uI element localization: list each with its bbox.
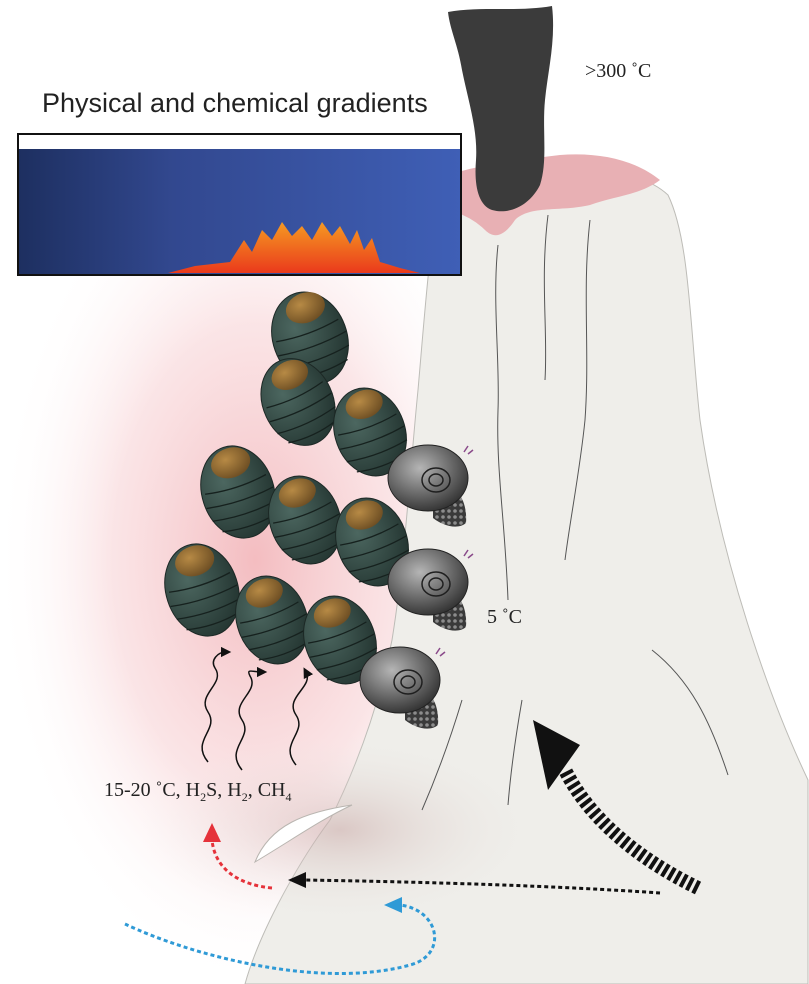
fluid-composition-label: 15-20 ˚C, H2S, H2, CH4	[104, 779, 291, 804]
base-warm-glow	[140, 735, 540, 925]
vent-temperature-label: >300 ˚C	[585, 60, 651, 82]
ambient-temperature-label: 5 ˚C	[487, 606, 522, 628]
diagram-title: Physical and chemical gradients	[42, 88, 428, 118]
gradient-panel	[18, 134, 461, 275]
